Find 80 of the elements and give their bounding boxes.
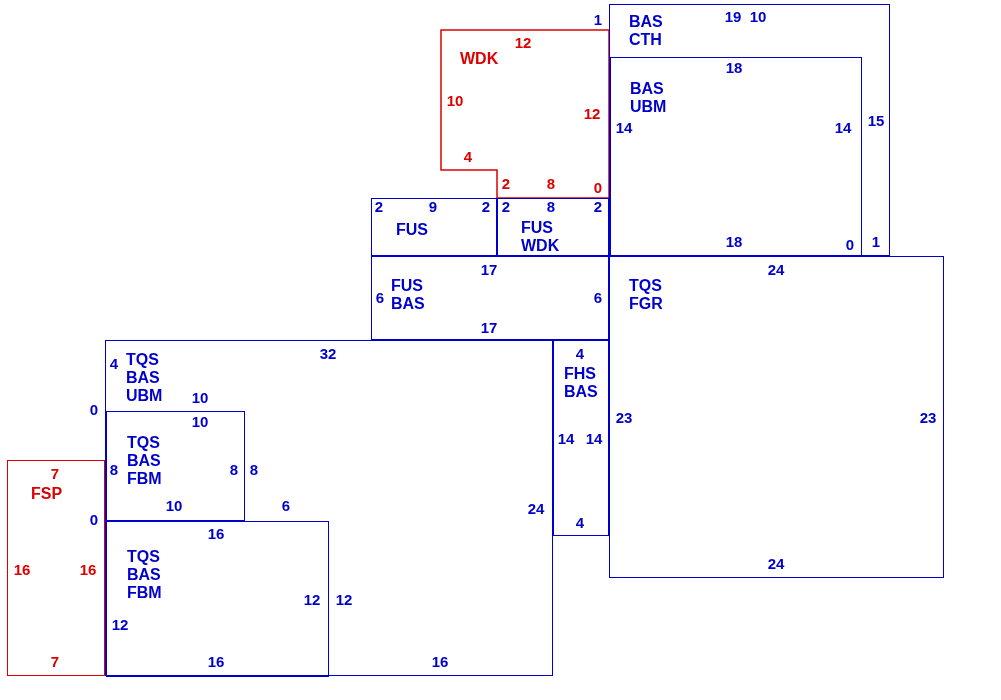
- room-label: FSP: [31, 485, 63, 503]
- room-outline: [371, 198, 497, 256]
- dimension-label: 32: [319, 346, 337, 362]
- dimension-label: 16: [431, 654, 449, 670]
- room-label: TQS FGR: [629, 277, 663, 313]
- dimension-label: 10: [191, 390, 209, 406]
- dimension-label: 23: [615, 410, 633, 426]
- room-label: BAS CTH: [629, 13, 663, 49]
- dimension-label: 14: [557, 431, 575, 447]
- room-label: TQS BAS FBM: [127, 434, 162, 488]
- dimension-label: 12: [514, 35, 532, 51]
- room-label: FUS: [396, 221, 428, 239]
- dimension-label: 6: [281, 498, 291, 514]
- dimension-label: 10: [446, 93, 464, 109]
- dimension-label: 4: [575, 346, 585, 362]
- dimension-label: 10: [749, 9, 767, 25]
- dimension-label: 12: [583, 106, 601, 122]
- dimension-label: 0: [593, 180, 603, 196]
- room-outline: [609, 256, 944, 578]
- dimension-label: 0: [89, 402, 99, 418]
- room-label: TQS BAS UBM: [126, 351, 163, 405]
- dimension-label: 8: [249, 462, 259, 478]
- room-outline: [106, 521, 329, 677]
- dimension-label: 14: [615, 120, 633, 136]
- dimension-label: 1: [593, 12, 603, 28]
- dimension-label: 16: [207, 526, 225, 542]
- dimension-label: 2: [374, 199, 384, 215]
- dimension-label: 10: [191, 414, 209, 430]
- dimension-label: 12: [335, 592, 353, 608]
- room-label: FHS BAS: [564, 365, 598, 401]
- room-label: FUS BAS: [391, 277, 425, 313]
- room-outline: [610, 57, 862, 257]
- dimension-label: 18: [725, 234, 743, 250]
- room-outline: [371, 256, 609, 340]
- dimension-label: 17: [480, 320, 498, 336]
- dimension-label: 2: [501, 176, 511, 192]
- dimension-label: 14: [834, 120, 852, 136]
- dimension-label: 12: [303, 592, 321, 608]
- room-label: FUS WDK: [521, 219, 560, 255]
- dimension-label: 16: [79, 562, 97, 578]
- dimension-label: 14: [585, 431, 603, 447]
- dimension-label: 24: [767, 556, 785, 572]
- dimension-label: 2: [481, 199, 491, 215]
- dimension-label: 8: [229, 462, 239, 478]
- dimension-label: 16: [207, 654, 225, 670]
- dimension-label: 8: [546, 176, 556, 192]
- dimension-label: 9: [428, 199, 438, 215]
- room-outline: [497, 198, 609, 256]
- room-outline: [553, 340, 609, 536]
- dimension-label: 4: [463, 149, 473, 165]
- room-outline: [105, 340, 553, 676]
- room-label: TQS BAS FBM: [127, 548, 162, 602]
- dimension-label: 6: [375, 290, 385, 306]
- dimension-label: 2: [593, 199, 603, 215]
- dimension-label: 4: [575, 515, 585, 531]
- dimension-label: 7: [50, 466, 60, 482]
- dimension-label: 8: [109, 462, 119, 478]
- dimension-label: 12: [111, 617, 129, 633]
- room-label: BAS UBM: [630, 80, 667, 116]
- room-outline: [609, 4, 890, 256]
- room-outline: [106, 411, 245, 521]
- dimension-label: 0: [89, 512, 99, 528]
- dimension-label: 4: [109, 356, 119, 372]
- dimension-label: 8: [546, 199, 556, 215]
- room-label: WDK: [460, 50, 499, 68]
- dimension-label: 6: [593, 290, 603, 306]
- dimension-label: 7: [50, 654, 60, 670]
- dimension-label: 19: [724, 9, 742, 25]
- dimension-label: 24: [767, 262, 785, 278]
- dimension-label: 24: [527, 501, 545, 517]
- dimension-label: 10: [165, 498, 183, 514]
- dimension-label: 0: [845, 237, 855, 253]
- dimension-label: 17: [480, 262, 498, 278]
- dimension-label: 2: [501, 199, 511, 215]
- dimension-label: 1: [871, 234, 881, 250]
- dimension-label: 23: [919, 410, 937, 426]
- dimension-label: 18: [725, 60, 743, 76]
- dimension-label: 15: [867, 113, 885, 129]
- room-outline: [7, 460, 105, 676]
- dimension-label: 16: [13, 562, 31, 578]
